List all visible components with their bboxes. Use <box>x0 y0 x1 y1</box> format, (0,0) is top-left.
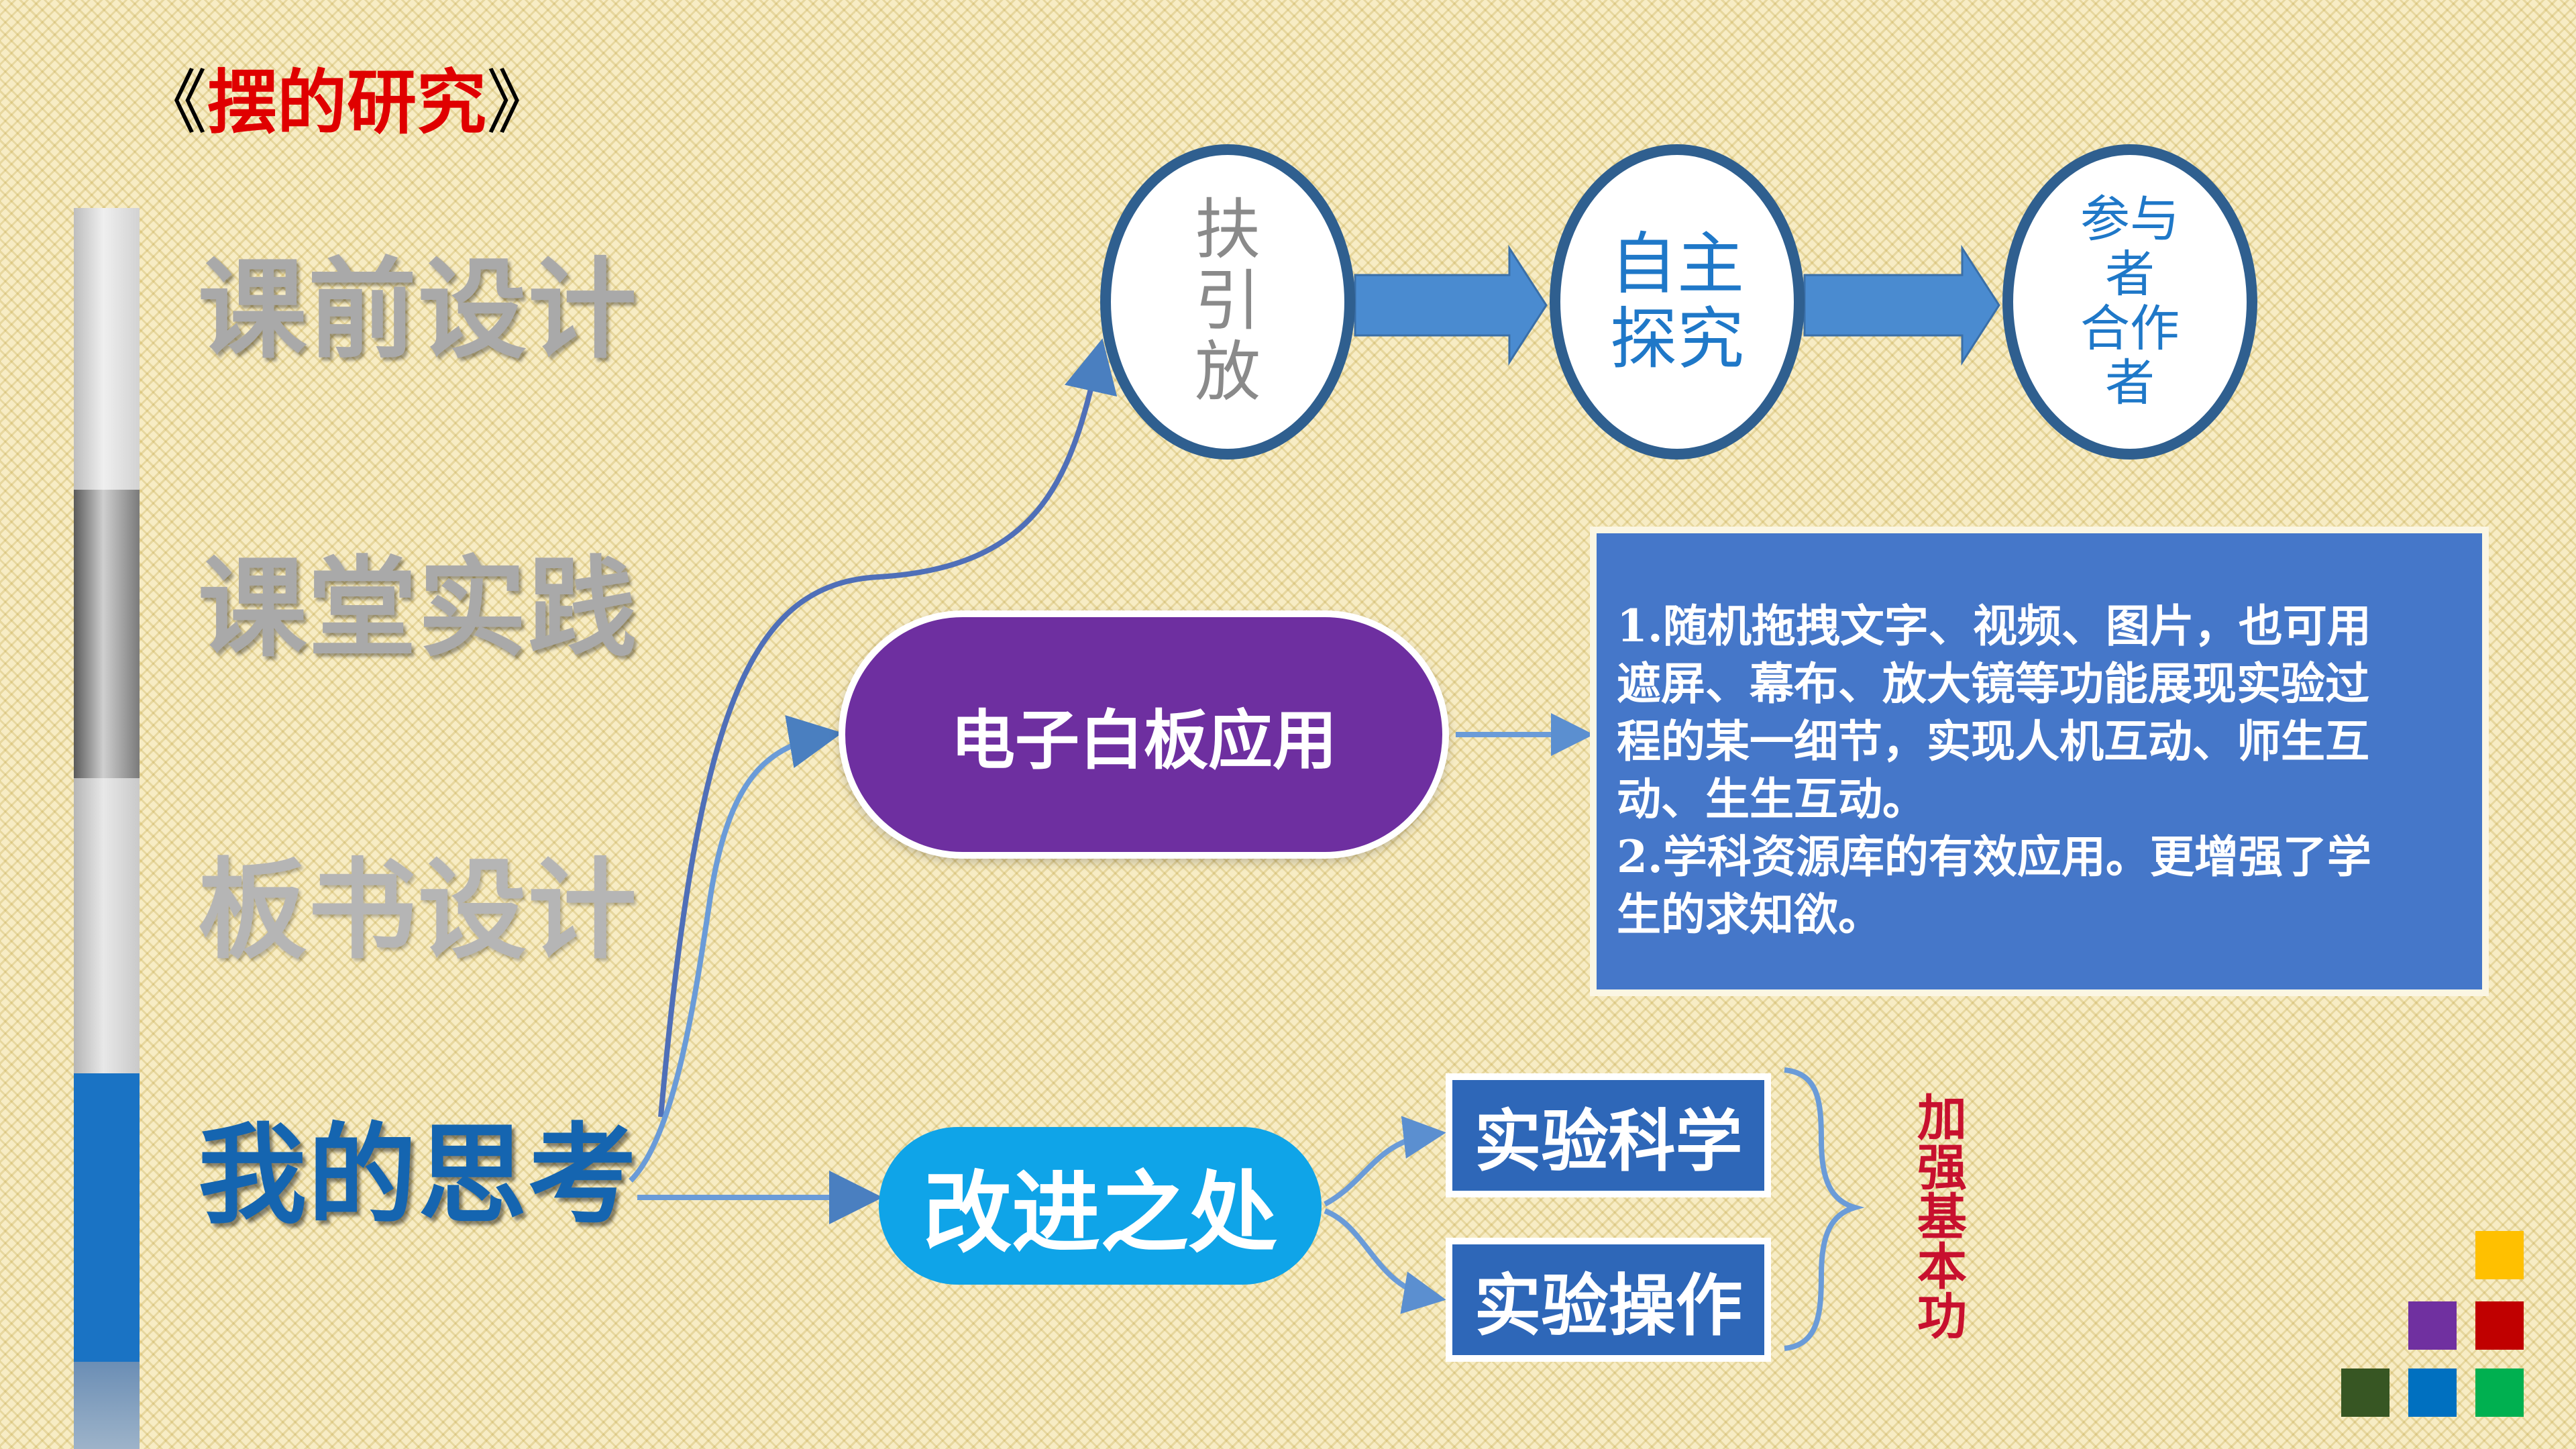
block-arrow-2 <box>1803 244 2000 366</box>
deco-square-green <box>2475 1368 2524 1417</box>
sidebar-item-pre-class-design[interactable]: 课前设计 <box>198 248 638 374</box>
improve-pill: 改进之处 <box>879 1127 1322 1285</box>
info-box: 1.随机拖拽文字、视频、图片，也可用 遮屏、幕布、放大镜等功能展现实验过 程的某… <box>1590 527 2489 996</box>
info-line: 程的某一细节，实现人机互动、师生互 <box>1617 715 2369 767</box>
tag-experiment-operation: 实验操作 <box>1446 1238 1771 1362</box>
curve-to-whiteboard <box>629 715 843 1183</box>
flow-node-guide: 扶 引 放 <box>1100 144 1355 460</box>
sidebar-item-board-design[interactable]: 板书设计 <box>198 848 638 974</box>
curve-to-flow <box>658 338 1118 1118</box>
sidebar-bar-1 <box>74 208 140 490</box>
info-line: 1.随机拖拽文字、视频、图片，也可用 <box>1617 600 2371 652</box>
sidebar-bar-2 <box>74 490 140 778</box>
flow-node-participant-collaborator: 参与 者 合作 者 <box>2002 144 2257 460</box>
sidebar-item-my-reflection[interactable]: 我的思考 <box>198 1113 638 1239</box>
info-line: 遮屏、幕布、放大镜等功能展现实验过 <box>1617 657 2369 710</box>
sidebar-item-class-practice[interactable]: 课堂实践 <box>198 546 638 672</box>
page-title: 《摆的研究》 <box>138 61 557 144</box>
whiteboard-pill: 电子白板应用 <box>839 610 1449 859</box>
deco-square-purple <box>2408 1301 2457 1350</box>
deco-square-red <box>2475 1301 2524 1350</box>
branch-to-tag-2 <box>1324 1208 1446 1314</box>
flow-node-self-explore: 自主 探究 <box>1550 144 1805 460</box>
info-line: 2.学科资源库的有效应用。更增强了学 <box>1617 830 2371 883</box>
deco-square-darkgreen <box>2341 1368 2390 1417</box>
branch-to-tag-1 <box>1324 1116 1446 1207</box>
sidebar-bar-3 <box>74 778 140 1073</box>
deco-square-yellow <box>2475 1231 2524 1279</box>
sidebar-bar-active <box>74 1073 140 1362</box>
block-arrow-1 <box>1354 244 1548 366</box>
info-line: 动、生生互动。 <box>1617 773 1927 825</box>
deco-square-blue <box>2408 1368 2457 1417</box>
vertical-label: 加 强 基 本 功 <box>1917 1089 1967 1346</box>
tag-experiment-science: 实验科学 <box>1446 1073 1771 1197</box>
info-line: 生的求知欲。 <box>1617 888 1882 941</box>
sidebar-bar-5 <box>74 1362 140 1449</box>
curly-brace <box>1784 1067 1865 1351</box>
